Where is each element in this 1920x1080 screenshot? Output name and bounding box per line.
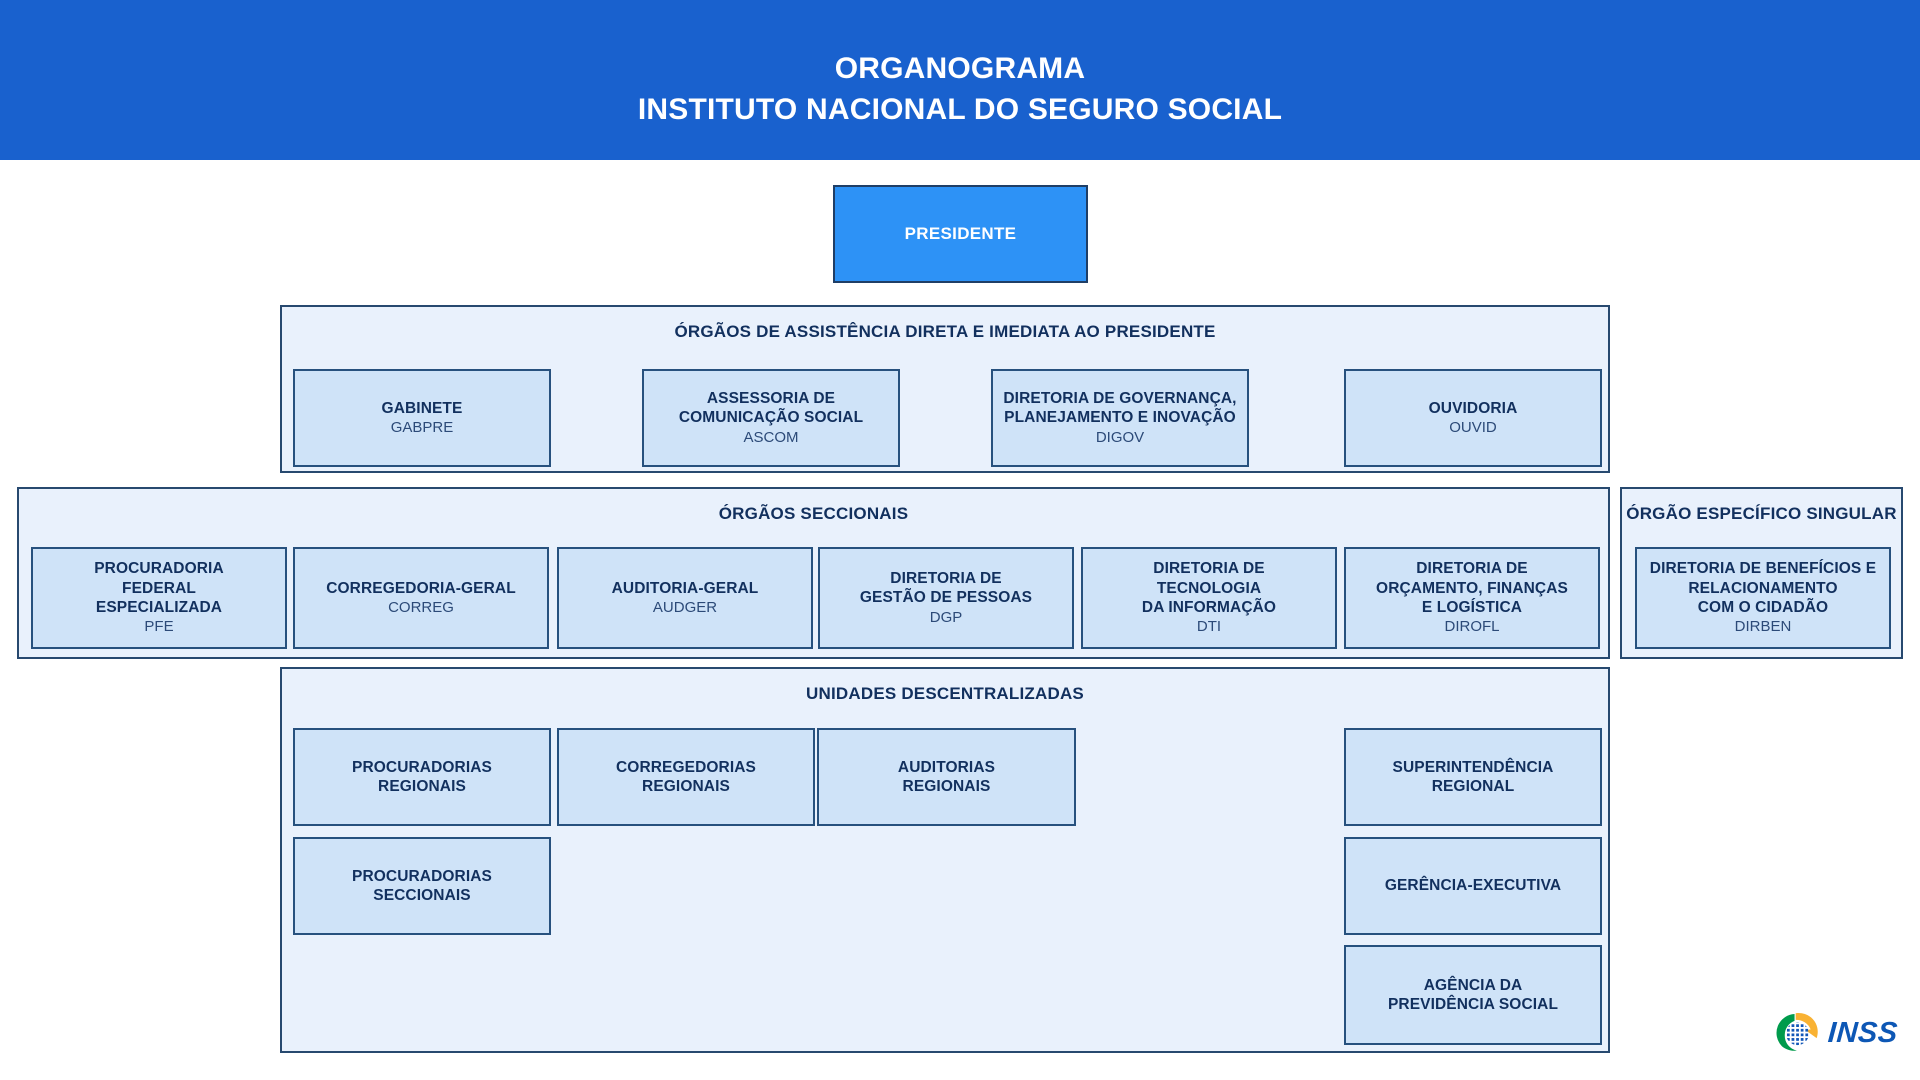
org-box-digov: DIRETORIA DE GOVERNANÇA, PLANEJAMENTO E … (991, 369, 1249, 467)
org-box-corregedorias-regionais: CORREGEDORIAS REGIONAIS (557, 728, 815, 826)
page-header: ORGANOGRAMA INSTITUTO NACIONAL DO SEGURO… (0, 0, 1920, 160)
org-box-title: AUDITORIAS REGIONAIS (897, 758, 996, 795)
org-box-title: PROCURADORIA FEDERAL ESPECIALIZADA (94, 560, 224, 616)
org-box-acronym: DIGOV (1095, 428, 1145, 446)
org-box-title: GERÊNCIA-EXECUTIVA (1384, 877, 1562, 895)
org-box-gerencia-executiva: GERÊNCIA-EXECUTIVA (1344, 837, 1602, 935)
group-assistencia-direta: ÓRGÃOS DE ASSISTÊNCIA DIRETA E IMEDIATA … (280, 305, 1610, 473)
org-box-ouvid: OUVIDORIA OUVID (1344, 369, 1602, 467)
inss-logo-text: INSS (1826, 1016, 1899, 1049)
org-box-title: AUDITORIA-GERAL (611, 579, 759, 597)
org-box-acronym: PFE (144, 618, 174, 636)
org-box-title: CORREGEDORIAS REGIONAIS (616, 758, 756, 795)
org-box-dgp: DIRETORIA DE GESTÃO DE PESSOAS DGP (818, 547, 1074, 649)
org-box-procuradorias-seccionais: PROCURADORIAS SECCIONAIS (293, 837, 551, 935)
org-box-acronym: DIROFL (1444, 618, 1500, 636)
org-box-superintendencia-regional: SUPERINTENDÊNCIA REGIONAL (1344, 728, 1602, 826)
inss-logo-icon (1776, 1013, 1818, 1051)
org-box-procuradorias-regionais: PROCURADORIAS REGIONAIS (293, 728, 551, 826)
org-box-acronym: OUVID (1449, 418, 1497, 436)
org-box-agencia-previdencia-social: AGÊNCIA DA PREVIDÊNCIA SOCIAL (1344, 945, 1602, 1045)
group-title: ÓRGÃO ESPECÍFICO SINGULAR (1626, 504, 1897, 523)
group-title: ÓRGÃOS SECCIONAIS (718, 504, 909, 523)
page-title-line2: INSTITUTO NACIONAL DO SEGURO SOCIAL (637, 93, 1283, 126)
org-box-gabinete: GABINETE GABPRE (293, 369, 551, 467)
president-label: PRESIDENTE (904, 224, 1017, 243)
group-unidades-descentralizadas: UNIDADES DESCENTRALIZADAS PROCURADORIAS … (280, 667, 1610, 1053)
org-box-acronym: CORREG (388, 598, 454, 616)
org-box-ascom: ASSESSORIA DE COMUNICAÇÃO SOCIAL ASCOM (642, 369, 900, 467)
org-box-acronym: ASCOM (743, 428, 799, 446)
org-box-dirofl: DIRETORIA DE ORÇAMENTO, FINANÇAS E LOGÍS… (1344, 547, 1600, 649)
org-box-title: OUVIDORIA (1428, 399, 1518, 417)
org-box-acronym: DIRBEN (1734, 618, 1792, 636)
org-box-title: AGÊNCIA DA PREVIDÊNCIA SOCIAL (1387, 976, 1559, 1013)
org-box-title: DIRETORIA DE TECNOLOGIA DA INFORMAÇÃO (1141, 560, 1277, 616)
inss-logo: INSS (1772, 1010, 1899, 1056)
org-box-dirben: DIRETORIA DE BENEFÍCIOS E RELACIONAMENTO… (1635, 547, 1891, 649)
org-box-correg: CORREGEDORIA-GERAL CORREG (293, 547, 549, 649)
org-box-acronym: AUDGER (652, 598, 718, 616)
group-orgao-especifico-singular: ÓRGÃO ESPECÍFICO SINGULAR DIRETORIA DE B… (1620, 487, 1903, 659)
page-title-line1: ORGANOGRAMA (834, 51, 1086, 85)
org-box-title: PROCURADORIAS SECCIONAIS (352, 867, 492, 904)
page-title: ORGANOGRAMA INSTITUTO NACIONAL DO SEGURO… (638, 48, 1282, 131)
org-box-title: CORREGEDORIA-GERAL (326, 579, 516, 597)
org-box-audger: AUDITORIA-GERAL AUDGER (557, 547, 813, 649)
group-title: UNIDADES DESCENTRALIZADAS (806, 684, 1084, 703)
org-box-title: SUPERINTENDÊNCIA REGIONAL (1392, 758, 1554, 795)
org-box-title: ASSESSORIA DE COMUNICAÇÃO SOCIAL (678, 389, 864, 427)
org-box-auditorias-regionais: AUDITORIAS REGIONAIS (817, 728, 1076, 826)
org-box-title: PROCURADORIAS REGIONAIS (352, 758, 492, 795)
org-box-presidente: PRESIDENTE (833, 185, 1088, 283)
org-box-acronym: DTI (1196, 618, 1222, 636)
org-box-title: DIRETORIA DE GESTÃO DE PESSOAS (859, 569, 1033, 607)
org-box-acronym: DGP (929, 608, 963, 626)
group-title: ÓRGÃOS DE ASSISTÊNCIA DIRETA E IMEDIATA … (674, 322, 1216, 341)
org-box-pfe: PROCURADORIA FEDERAL ESPECIALIZADA PFE (31, 547, 287, 649)
org-box-title: DIRETORIA DE GOVERNANÇA, PLANEJAMENTO E … (1003, 389, 1237, 427)
org-box-acronym: GABPRE (390, 418, 454, 436)
group-orgaos-seccionais: ÓRGÃOS SECCIONAIS PROCURADORIA FEDERAL E… (17, 487, 1610, 659)
org-box-dti: DIRETORIA DE TECNOLOGIA DA INFORMAÇÃO DT… (1081, 547, 1337, 649)
org-box-title: DIRETORIA DE ORÇAMENTO, FINANÇAS E LOGÍS… (1376, 560, 1568, 616)
org-box-title: DIRETORIA DE BENEFÍCIOS E RELACIONAMENTO… (1649, 560, 1877, 616)
org-box-title: GABINETE (381, 399, 463, 417)
